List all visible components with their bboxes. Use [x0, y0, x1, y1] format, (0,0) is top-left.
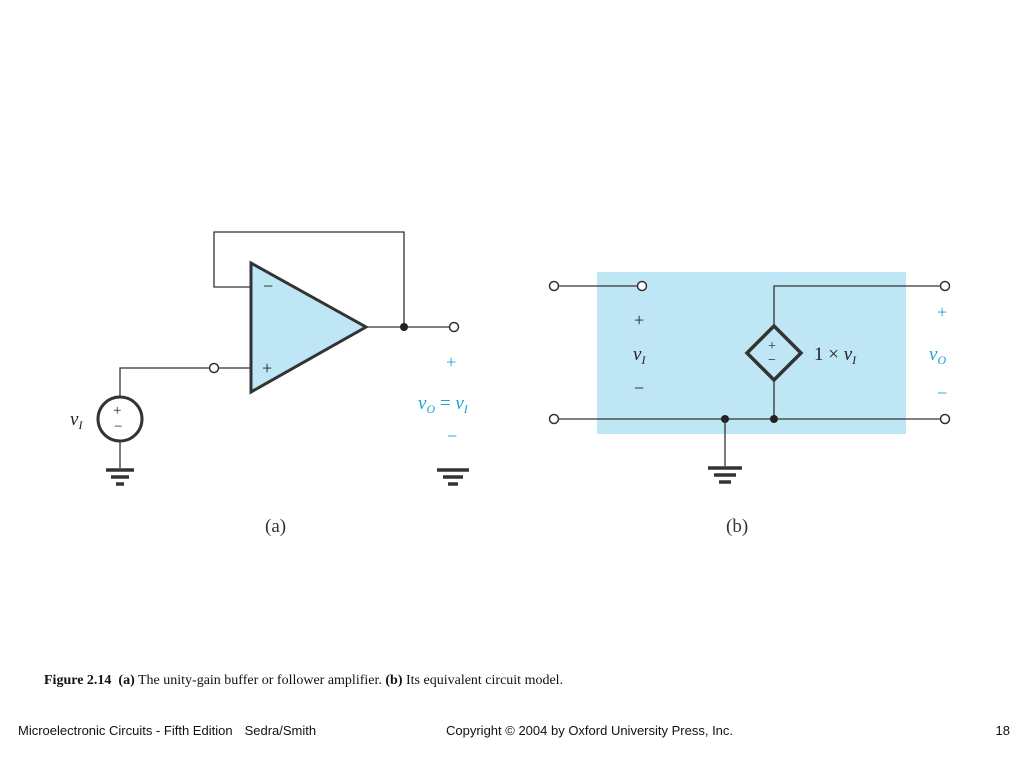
output-equation: vO = vI	[418, 393, 469, 416]
footer-book-title: Microelectronic Circuits - Fifth Edition	[18, 723, 233, 738]
inverting-input-sign: −	[263, 276, 273, 296]
output-terminal	[448, 321, 460, 333]
footer-authors: Sedra/Smith	[244, 723, 317, 738]
source-wire	[119, 367, 209, 398]
output-top-terminal	[939, 280, 951, 292]
dependent-source-top-wire	[773, 285, 940, 326]
figure-b-label: (b)	[726, 516, 748, 537]
dependent-source-minus: −	[768, 353, 776, 368]
caption-figure-number: Figure 2.14	[44, 673, 112, 688]
input-plus-sign: +	[634, 310, 644, 330]
noninverting-input-sign: +	[262, 358, 272, 378]
caption-part-b: (b)	[385, 673, 403, 688]
input-top-terminal-inner	[636, 280, 648, 292]
input-top-terminal-outer	[548, 280, 560, 292]
source-minus-sign: −	[114, 419, 122, 435]
output-voltage-label: vO	[929, 344, 946, 367]
op-amp-triangle	[249, 260, 370, 395]
output-minus-sign: −	[447, 426, 457, 446]
dependent-voltage-source	[744, 323, 804, 383]
output-minus-sign-b: −	[937, 383, 947, 403]
figure-b-equivalent-circuit	[548, 280, 951, 484]
ground-symbol-left	[106, 468, 134, 486]
caption-part-a-text: The unity-gain buffer or follower amplif…	[134, 673, 386, 688]
figure-a-follower	[96, 231, 469, 486]
input-terminal	[208, 362, 220, 374]
caption-part-b-text: Its equivalent circuit model.	[402, 673, 564, 688]
ground-symbol-b	[708, 466, 742, 484]
output-plus-sign-b: +	[937, 302, 947, 322]
figure-caption: Figure 2.14 (a) The unity-gain buffer or…	[44, 673, 563, 689]
dependent-source-plus: +	[768, 339, 776, 354]
input-minus-sign: −	[634, 378, 644, 398]
output-bottom-terminal	[939, 413, 951, 425]
caption-part-a: (a)	[118, 673, 135, 688]
source-label: vI	[70, 409, 83, 432]
ground-symbol-right	[437, 468, 469, 486]
output-plus-sign: +	[446, 352, 456, 372]
footer-page-number: 18	[995, 723, 1010, 738]
input-voltage-label: vI	[633, 344, 646, 367]
source-plus-sign: +	[113, 403, 121, 419]
input-bottom-terminal	[548, 413, 560, 425]
figure-a-label: (a)	[265, 516, 286, 537]
footer-book-info: Microelectronic Circuits - Fifth Edition…	[18, 723, 316, 738]
source-junction-dot	[770, 415, 778, 423]
output-junction-dot	[400, 323, 408, 331]
feedback-wire	[213, 231, 405, 327]
gain-label: 1 × vI	[814, 344, 857, 367]
footer-copyright: Copyright © 2004 by Oxford University Pr…	[446, 723, 734, 738]
